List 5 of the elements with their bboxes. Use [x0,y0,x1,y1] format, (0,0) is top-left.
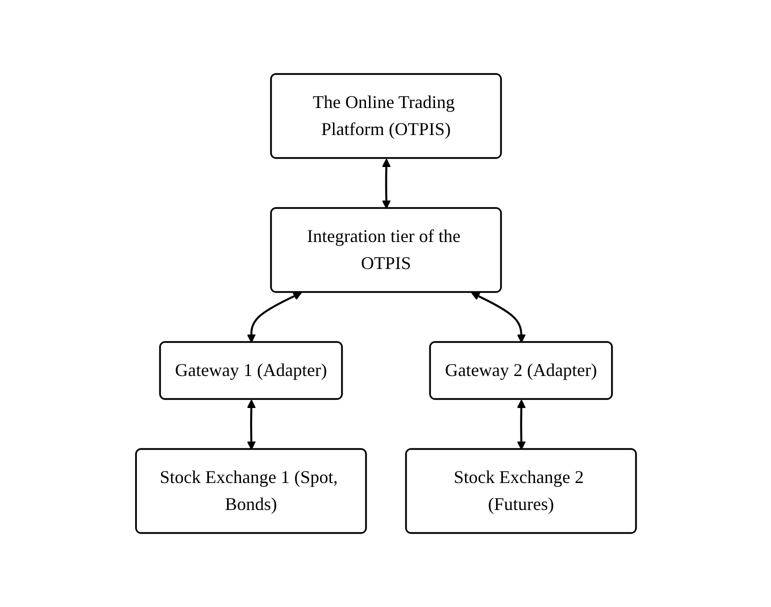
arrow [470,292,526,343]
arrow [246,292,302,343]
arrow [246,400,256,450]
arrow [381,158,390,209]
arrow [516,400,526,450]
